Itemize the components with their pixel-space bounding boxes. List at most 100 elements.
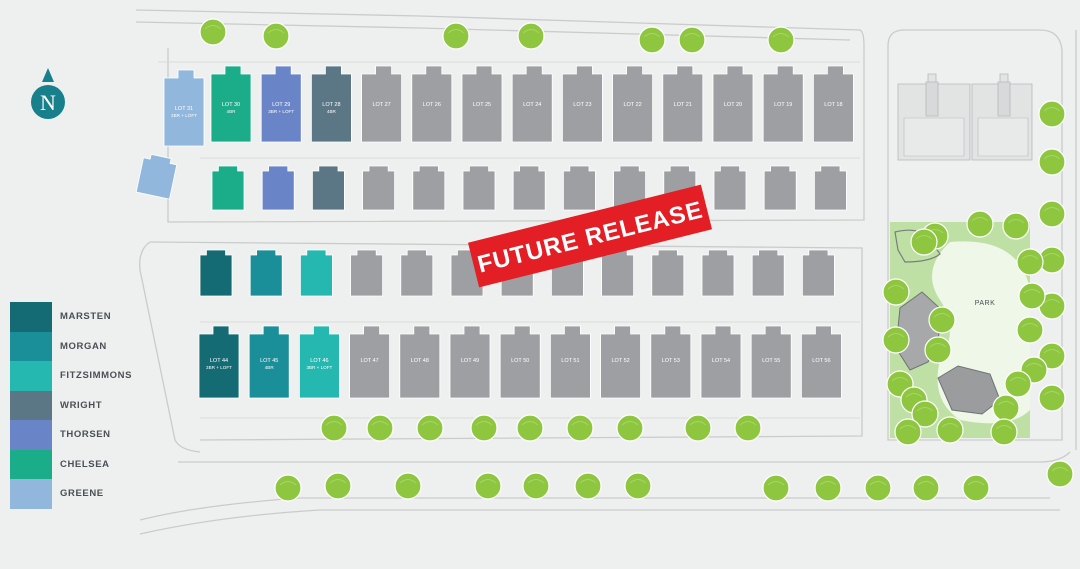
- lot-bedrooms: 4BR: [227, 109, 237, 114]
- legend-label: FITZSIMMONS: [60, 370, 133, 381]
- tree-icon: [320, 414, 348, 442]
- lot-lot-31: [163, 69, 205, 147]
- tree-icon: [990, 418, 1018, 446]
- lot-lot-20: [712, 65, 754, 143]
- lot-lot-44: [198, 325, 240, 399]
- tree-icon: [442, 22, 470, 50]
- garage: [199, 249, 233, 297]
- lot-bedrooms: 3BR + LOFT: [268, 109, 294, 114]
- legend-item-morgan: MORGAN: [10, 331, 140, 361]
- lot-label: LOT 30: [222, 102, 240, 108]
- tree-icon: [470, 414, 498, 442]
- lot-label: LOT 54: [712, 358, 730, 364]
- lot-label: LOT 55: [762, 358, 780, 364]
- tree-icon: [1004, 370, 1032, 398]
- legend-label: CHELSEA: [60, 458, 110, 470]
- garage: [601, 249, 634, 297]
- garage: [300, 249, 333, 297]
- lot-label: LOT 21: [674, 102, 692, 108]
- lot-lot-24: [511, 65, 553, 143]
- lot-lot-23: [562, 65, 603, 143]
- legend-label: MARSTEN: [60, 311, 112, 322]
- tree-icon: [966, 210, 994, 238]
- lot-lot-56: [801, 325, 842, 399]
- lot-lot-52: [600, 325, 641, 399]
- trees-layer: [199, 18, 1074, 502]
- garage: [362, 165, 395, 211]
- tree-icon: [882, 326, 910, 354]
- lot-bedrooms: 3BR + LOFT: [171, 113, 197, 118]
- park-label: PARK: [975, 300, 996, 307]
- legend-item-greene: GREENE: [10, 479, 140, 509]
- tree-icon: [638, 26, 666, 54]
- garage: [312, 165, 345, 211]
- trail: [894, 229, 941, 263]
- garage: [400, 249, 434, 297]
- tree-icon: [517, 22, 545, 50]
- tree-icon: [1016, 248, 1044, 276]
- lot-label: LOT 23: [573, 102, 591, 108]
- banner-background: [468, 184, 712, 288]
- tree-icon: [366, 414, 394, 442]
- tree-icon: [1018, 282, 1046, 310]
- north-arrow: N: [30, 66, 66, 122]
- lot-label: LOT 53: [662, 358, 680, 364]
- north-letter: N: [40, 90, 56, 115]
- tree-icon: [992, 394, 1020, 422]
- legend-item-wright: WRIGHT: [10, 390, 140, 420]
- tree-icon: [936, 416, 964, 444]
- tree-icon: [566, 414, 594, 442]
- lot-lot-51: [550, 325, 591, 399]
- tree-icon: [1038, 200, 1066, 228]
- tree-icon: [394, 472, 422, 500]
- lot-lot-54: [700, 325, 742, 399]
- garage: [211, 165, 245, 211]
- garage: [512, 165, 546, 211]
- garage: [763, 165, 797, 211]
- lot-lot-29: [260, 65, 302, 143]
- lot-label: LOT 49: [461, 358, 479, 364]
- lot-lot-26: [411, 65, 453, 143]
- lot-lot-18: [813, 65, 854, 143]
- tree-icon: [684, 414, 712, 442]
- legend-swatch: [10, 479, 52, 509]
- legend-label: WRIGHT: [60, 399, 103, 411]
- lot-label: LOT 46: [310, 358, 328, 364]
- tree-icon: [734, 414, 762, 442]
- tree-icon: [616, 414, 644, 442]
- lot-lot-45: [248, 325, 290, 399]
- legend-swatch: [10, 302, 52, 332]
- lot-lot-50: [499, 325, 541, 399]
- garage: [751, 249, 785, 297]
- lot-label: LOT 24: [523, 102, 541, 108]
- lot-lot-22: [612, 65, 653, 143]
- garage: [350, 249, 383, 297]
- lot-label: LOT 48: [411, 358, 429, 364]
- lot-lot-48: [399, 325, 441, 399]
- lot-label: LOT 31: [175, 106, 193, 112]
- lot-lot-53: [650, 325, 692, 399]
- building-cluster: [897, 73, 1033, 161]
- tree-icon: [910, 228, 938, 256]
- lot-label: LOT 56: [812, 358, 830, 364]
- tree-icon: [474, 472, 502, 500]
- legend-item-marsten: MARSTEN: [10, 302, 140, 332]
- lot-label: LOT 44: [210, 358, 228, 364]
- legend-item-fitzsimmons: FITZSIMMONS: [10, 361, 140, 391]
- legend-swatch: [10, 361, 52, 391]
- lot-bedrooms: 4BR: [265, 365, 275, 370]
- tree-icon: [762, 474, 790, 502]
- lot-label: LOT 19: [774, 102, 792, 108]
- tree-icon: [262, 22, 290, 50]
- garage: [135, 153, 178, 200]
- legend-swatch: [10, 420, 52, 450]
- garage: [261, 165, 295, 211]
- garage: [713, 165, 747, 211]
- garage: [701, 249, 735, 297]
- lot-label: LOT 45: [260, 358, 278, 364]
- tree-icon: [924, 336, 952, 364]
- lot-lot-46: [299, 325, 340, 399]
- tree-icon: [324, 472, 352, 500]
